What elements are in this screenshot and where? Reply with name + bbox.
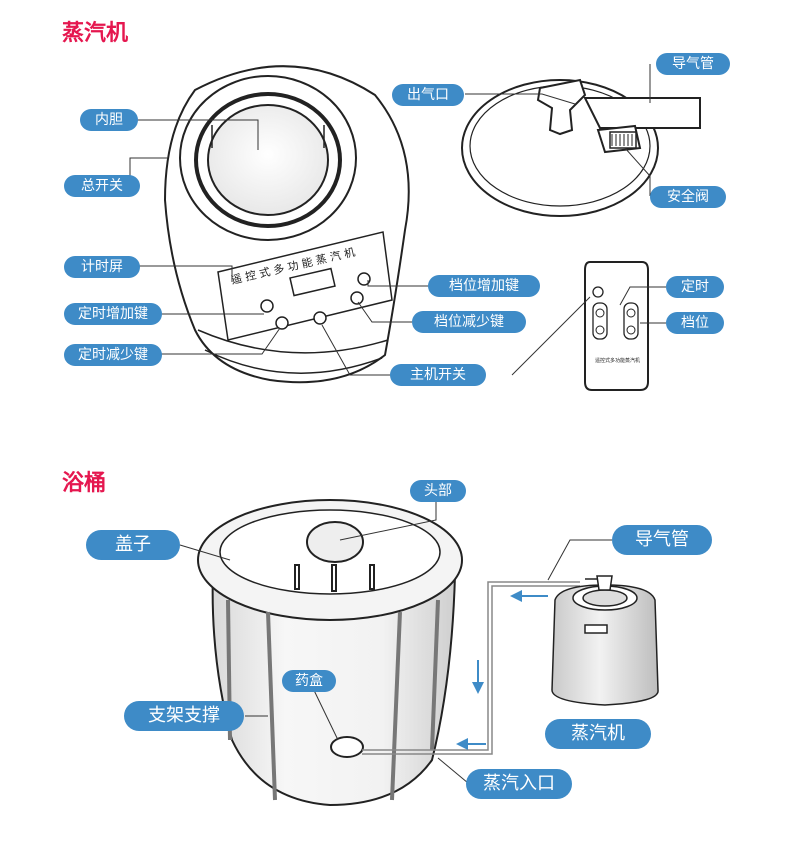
label-cover: 盖子 [86,530,180,560]
steam-pipe [362,581,580,755]
head-opening [306,521,364,563]
steamer-section-title: 蒸汽机 [62,20,128,46]
label-level-decrease-key: 档位减少键 [412,311,526,333]
label-head: 头部 [410,480,466,502]
label-support-frame: 支架支撑 [124,701,244,731]
remote-control: 遥控式多功能蒸汽机 [584,261,649,391]
label-timer-increase-key: 定时增加键 [64,303,162,325]
medicine-box [330,736,364,758]
label-timer-decrease-key: 定时减少键 [64,344,162,366]
level-decrease-button[interactable] [350,291,364,305]
label-safety-valve: 安全阀 [650,186,726,208]
leader-lines-top [129,64,666,376]
remote-power-button[interactable] [592,286,604,298]
label-power-switch: 主机开关 [390,364,486,386]
label-inner-liner: 内胆 [80,109,138,131]
tub-body [197,499,463,807]
tub-section-title: 浴桶 [62,471,106,496]
steamer-body [163,65,410,384]
steamer-small [551,575,659,706]
control-panel: 遥 控 式 多 功 能 蒸 汽 机 [217,231,393,341]
level-increase-button[interactable] [357,272,371,286]
timer-display [289,267,336,297]
label-steamer: 蒸汽机 [545,719,651,749]
remote-text: 遥控式多功能蒸汽机 [595,357,640,364]
label-remote-timer: 定时 [666,276,724,298]
label-steam-outlet: 出气口 [392,84,464,106]
label-air-guide-tube-bottom: 导气管 [612,525,712,555]
label-level-increase-key: 档位增加键 [428,275,540,297]
timer-increase-button[interactable] [260,299,274,313]
label-medicine-box: 药盒 [282,670,336,692]
label-main-switch: 总开关 [64,175,140,197]
flow-arrows [456,590,548,750]
timer-decrease-button[interactable] [275,316,289,330]
lid-detail [461,78,701,217]
label-remote-level: 档位 [666,312,724,334]
label-timer-screen: 计时屏 [64,256,140,278]
label-steam-inlet: 蒸汽入口 [466,769,572,799]
label-air-guide-tube-top: 导气管 [656,53,730,75]
power-button[interactable] [313,311,327,325]
